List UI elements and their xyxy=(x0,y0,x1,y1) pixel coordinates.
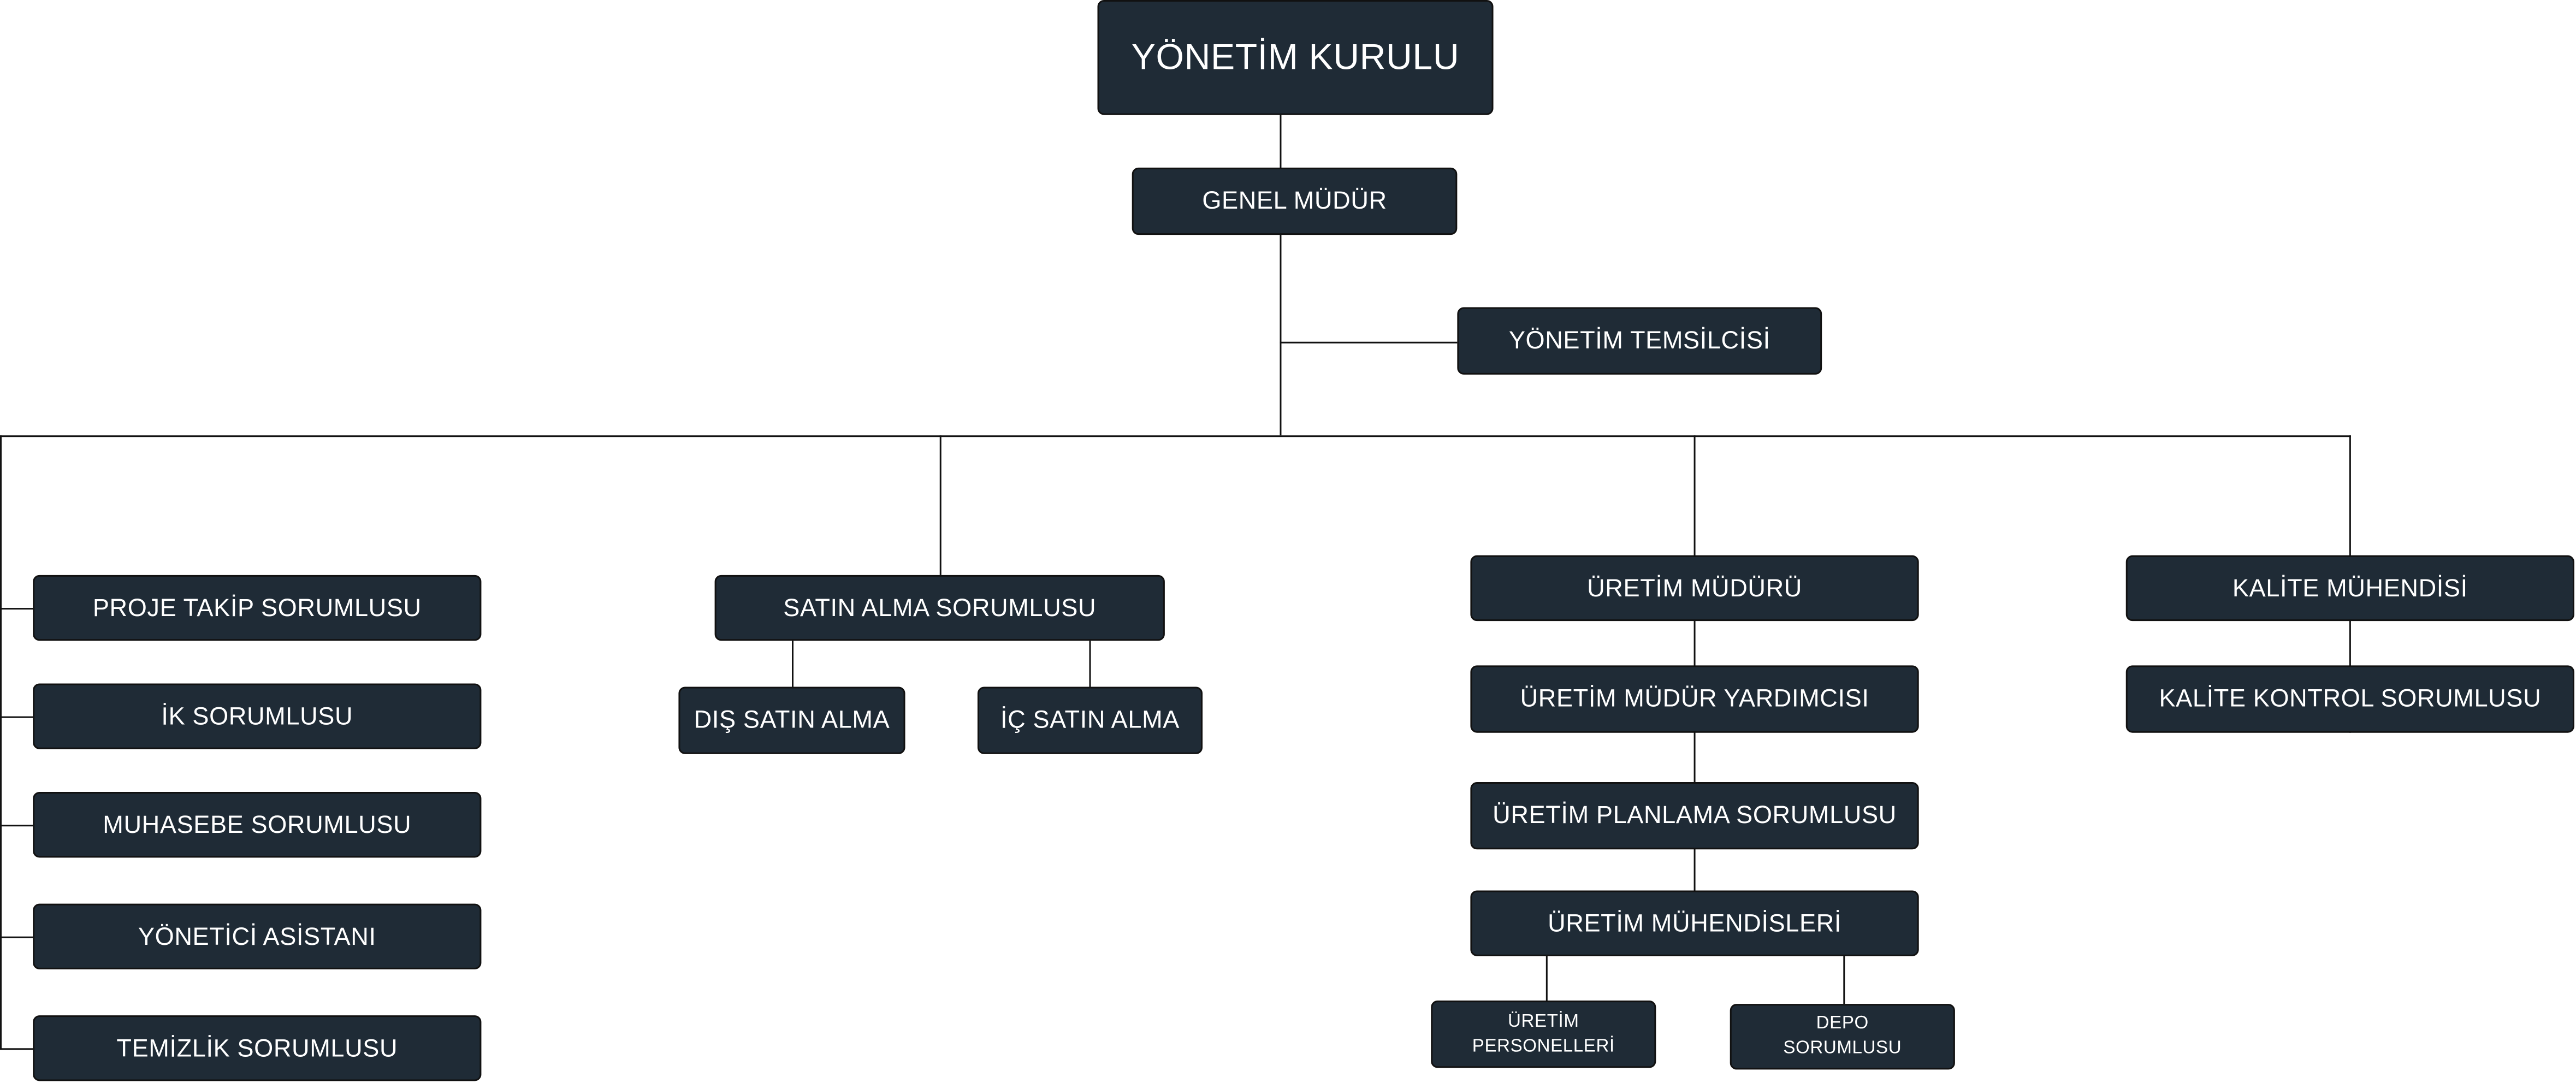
node-label: PERSONELLERİ xyxy=(1472,1035,1615,1056)
node-accounting: MUHASEBE SORUMLUSU xyxy=(33,792,482,858)
connector-line xyxy=(0,435,3,1050)
node-warehouse: DEPO SORUMLUSU xyxy=(1730,1004,1955,1070)
node-management-rep: YÖNETİM TEMSİLCİSİ xyxy=(1457,307,1822,375)
node-label: ÜRETİM xyxy=(1508,1011,1579,1031)
connector-line xyxy=(0,936,33,938)
connector-line xyxy=(1693,435,1696,891)
node-production-manager: ÜRETİM MÜDÜRÜ xyxy=(1470,555,1919,622)
node-cleaning: TEMİZLİK SORUMLUSU xyxy=(33,1015,482,1081)
connector-line xyxy=(1545,956,1548,1001)
connector-line xyxy=(939,435,941,575)
connector-line xyxy=(0,434,2351,437)
connector-line xyxy=(1842,956,1845,1004)
node-quality-engineer: KALİTE MÜHENDİSİ xyxy=(2125,555,2575,622)
node-purchasing: SATIN ALMA SORUMLUSU xyxy=(714,575,1165,641)
node-hr: İK SORUMLUSU xyxy=(33,683,482,749)
node-internal-purchasing: İÇ SATIN ALMA xyxy=(977,687,1203,754)
node-production-assistant: ÜRETİM MÜDÜR YARDIMCISI xyxy=(1470,665,1919,733)
node-exec-assistant: YÖNETİCİ ASİSTANI xyxy=(33,903,482,969)
node-general-manager: GENEL MÜDÜR xyxy=(1132,167,1458,235)
connector-line xyxy=(0,607,33,609)
node-board: YÖNETİM KURULU xyxy=(1097,0,1494,115)
node-label: DEPO xyxy=(1816,1014,1869,1034)
node-project-tracking: PROJE TAKİP SORUMLUSU xyxy=(33,575,482,641)
connector-line xyxy=(1280,341,1458,344)
node-external-purchasing: DIŞ SATIN ALMA xyxy=(678,687,905,754)
connector-line xyxy=(1278,115,1282,436)
connector-line xyxy=(0,715,33,718)
node-quality-control: KALİTE KONTROL SORUMLUSU xyxy=(2125,665,2575,733)
node-production-engineers: ÜRETİM MÜHENDİSLERİ xyxy=(1470,890,1919,956)
connector-line xyxy=(1088,641,1091,687)
connector-line xyxy=(0,1047,33,1050)
connector-line xyxy=(0,824,33,826)
node-production-staff: ÜRETİM PERSONELLERİ xyxy=(1431,1001,1656,1068)
connector-line xyxy=(791,641,793,687)
node-label: SORUMLUSU xyxy=(1783,1038,1902,1058)
node-production-planning: ÜRETİM PLANLAMA SORUMLUSU xyxy=(1470,782,1919,850)
